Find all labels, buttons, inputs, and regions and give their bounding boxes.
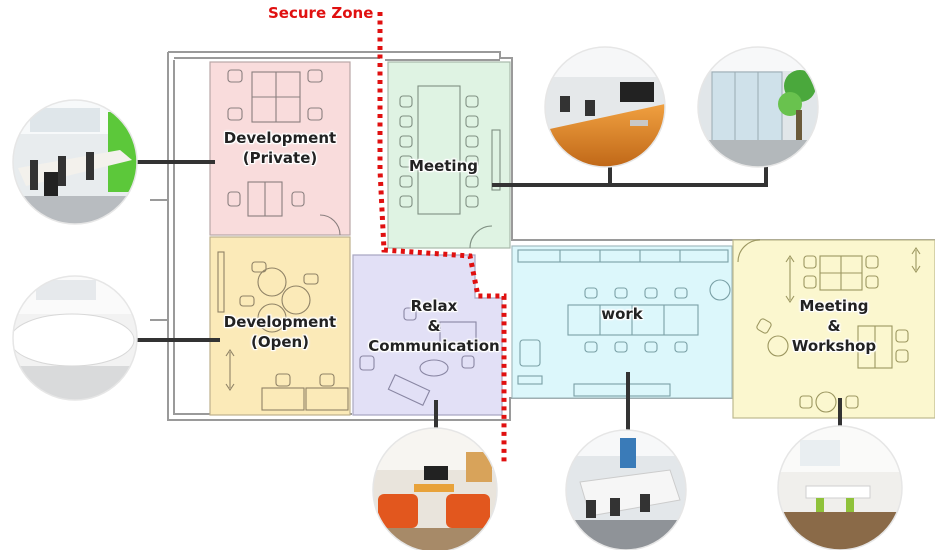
relax-label: Relax & Communication — [360, 296, 508, 356]
secure-zone-label: Secure Zone — [268, 4, 374, 22]
photo-connectors — [136, 160, 842, 432]
secure-zone-boundary — [377, 12, 507, 462]
meeting-workshop-line1: Meeting — [799, 297, 869, 315]
dev-private-label: Development (Private) — [210, 128, 350, 168]
meeting-label: Meeting — [408, 157, 478, 175]
room-meeting-workshop — [732, 239, 935, 419]
room-meeting — [387, 61, 511, 249]
meeting-workshop-line3: Workshop — [791, 337, 877, 355]
desk-row-photo — [13, 100, 137, 224]
work-label: work — [601, 305, 643, 323]
dev-private-line1: Development — [223, 129, 337, 147]
dev-open-line1: Development — [223, 313, 337, 331]
workshop-furniture — [737, 239, 921, 413]
relax-line1: Relax — [410, 297, 458, 315]
work-furniture — [517, 249, 731, 397]
room-work — [511, 245, 733, 399]
dev-open-label: Development (Open) — [210, 312, 350, 352]
meeting-furniture — [399, 85, 501, 249]
meeting-workshop-label: Meeting & Workshop — [778, 296, 890, 356]
relax-furniture — [359, 307, 477, 407]
relax-line2: & — [427, 317, 441, 335]
dev-private-line2: (Private) — [242, 149, 318, 167]
relax-line3: Communication — [368, 337, 500, 355]
dev-open-line2: (Open) — [250, 333, 310, 351]
meeting-workshop-line2: & — [827, 317, 841, 335]
round-table-photo — [13, 276, 137, 400]
dev-open-furniture — [217, 251, 349, 411]
dev-private-furniture — [227, 69, 341, 236]
